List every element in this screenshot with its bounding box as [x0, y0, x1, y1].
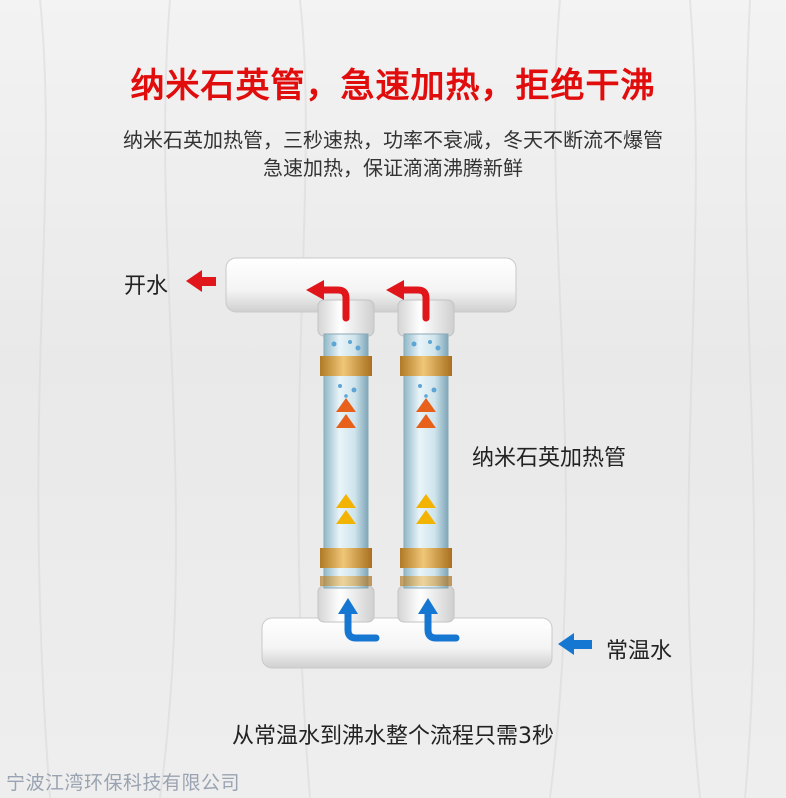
process-caption: 从常温水到沸水整个流程只需3秒: [232, 724, 554, 749]
cold-arrow-head-left: [338, 598, 358, 614]
normal-water-label: 常温水: [606, 639, 673, 664]
warm-flow-chevrons: [336, 494, 436, 524]
subtitle-line-2: 急速加热，保证滴滴沸腾新鲜: [263, 156, 523, 180]
bottom-inlet-pipe: [261, 617, 553, 669]
heating-tube-label: 纳米石英加热管: [472, 446, 627, 471]
hot-water-label: 开水: [124, 274, 169, 299]
quartz-tube-right: [397, 299, 455, 623]
cold-curve-arrows: [344, 608, 460, 642]
hot-water-outlet-arrow: [186, 270, 216, 292]
normal-water-inlet-arrow: [558, 633, 592, 655]
company-watermark: 宁波江湾环保科技有限公司: [6, 772, 241, 794]
hot-arrow-head-left: [306, 280, 324, 300]
hot-curve-arrows: [318, 286, 430, 322]
hot-arrow-head-right: [386, 280, 404, 300]
cold-arrow-head-right: [418, 598, 438, 614]
subtitle-line-1: 纳米石英加热管，三秒速热，功率不衰减，冬天不断流不爆管: [123, 128, 663, 152]
headline: 纳米石英管，急速加热，拒绝干沸: [130, 66, 656, 106]
hot-flow-chevrons: [336, 398, 436, 428]
quartz-tube-left: [317, 299, 375, 623]
